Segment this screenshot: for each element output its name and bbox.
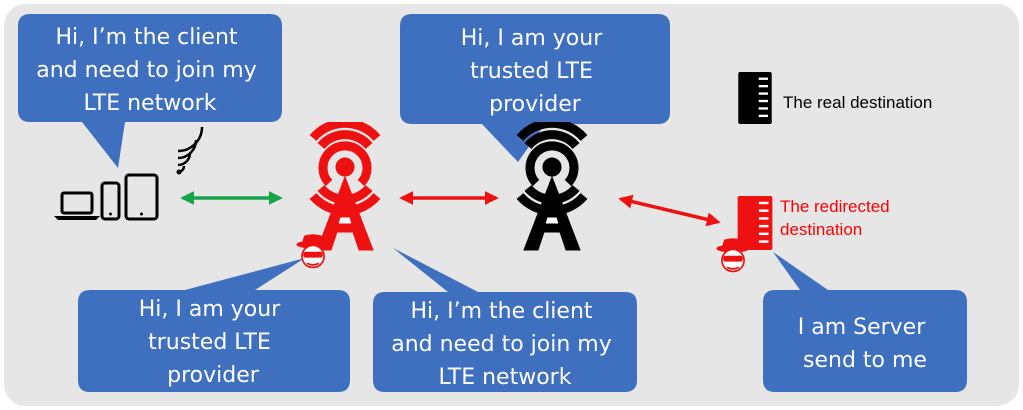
- relayed-client-bubble: Hi, I’m the client and need to join my L…: [373, 248, 637, 392]
- fake-server-bubble: I am Server send to me: [763, 252, 967, 392]
- client-request-line-3: LTE network: [84, 91, 217, 116]
- fake-server-icon: [737, 196, 773, 250]
- fake-provider-bubble: Hi, I am your trusted LTE provider: [78, 258, 350, 392]
- svg-text:Hi, I’m the client and n: Hi, I’m the client and need to join my L…: [36, 25, 264, 116]
- relayed-client-line-2: and need to join my: [391, 332, 612, 357]
- svg-text:Hi, I am your trusted LT: Hi, I am your trusted LTE provider: [461, 26, 610, 117]
- provider-claim-line-1: Hi, I am your: [461, 26, 603, 51]
- redirect-arrow: [618, 194, 721, 227]
- real-destination-label: The real destination: [783, 93, 932, 112]
- fake-provider-line-1: Hi, I am your: [139, 297, 281, 322]
- relayed-client-line-3: LTE network: [439, 365, 572, 390]
- redirected-destination-label: The redirected destination: [780, 197, 894, 239]
- svg-text:Hi, I’m the client and n: Hi, I’m the client and need to join my L…: [391, 299, 619, 390]
- laptop-phone-tablet-icon: [54, 173, 159, 221]
- provider-claim-bubble: Hi, I am your trusted LTE provider: [400, 14, 670, 162]
- fake-provider-line-2: trusted LTE: [148, 330, 271, 355]
- client-request-bubble: Hi, I’m the client and need to join my L…: [18, 14, 282, 168]
- wifi-signal-icon: [176, 126, 204, 175]
- fake-provider-line-3: provider: [167, 363, 260, 388]
- fake-server-line-1: I am Server: [798, 315, 926, 340]
- real-server-icon: [738, 72, 772, 124]
- relayed-client-line-1: Hi, I’m the client: [410, 299, 592, 324]
- provider-claim-line-2: trusted LTE: [470, 59, 593, 84]
- svg-text:Hi, I am your trusted LT: Hi, I am your trusted LTE provider: [139, 297, 288, 388]
- fake-server-line-2: send to me: [803, 348, 927, 373]
- client-request-line-2: and need to join my: [36, 58, 257, 83]
- client-request-line-1: Hi, I’m the client: [55, 25, 237, 50]
- svg-text:I am Server send to me: I am Server send to me: [798, 315, 933, 373]
- provider-claim-line-3: provider: [489, 92, 582, 117]
